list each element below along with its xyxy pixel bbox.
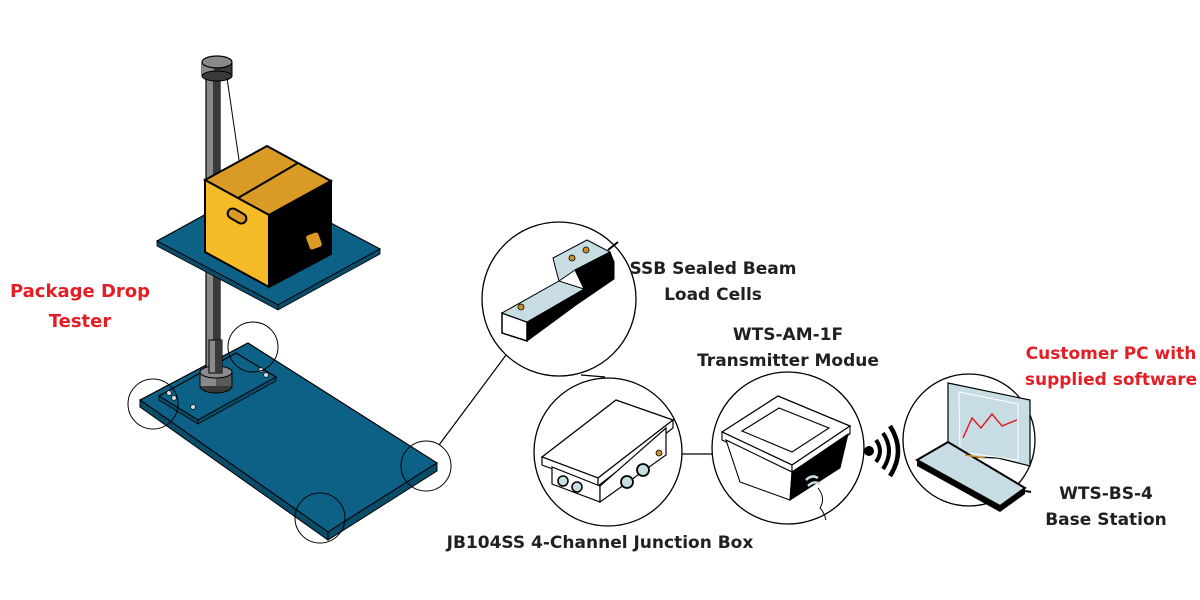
laptop-icon — [902, 373, 1036, 512]
label-line: JB104SS 4-Channel Junction Box — [446, 533, 754, 553]
base-plate — [138, 342, 439, 541]
junction-box-icon — [533, 377, 683, 527]
package-box — [202, 144, 334, 289]
label-line: SSB Sealed Beam — [629, 259, 797, 279]
label-line: Load Cells — [664, 285, 762, 305]
label-load-cells: SSB Sealed Beam Load Cells — [628, 256, 798, 308]
connector-loadcell-to-jb — [580, 374, 606, 378]
label-line: supplied software — [1024, 370, 1198, 390]
label-base-station: WTS-BS-4 Base Station — [1036, 481, 1176, 533]
label-line: Package Drop — [9, 281, 151, 302]
label-line: Customer PC with — [1025, 344, 1197, 364]
label-line: Transmitter Modue — [697, 351, 879, 371]
label-customer-pc: Customer PC with supplied software — [1016, 341, 1200, 393]
load-cell-callout-circles — [127, 321, 452, 544]
label-line: Base Station — [1045, 510, 1167, 530]
label-line: WTS-AM-1F — [732, 325, 844, 345]
connector-plate-to-loadcell — [438, 342, 516, 446]
transmitter-icon — [711, 371, 865, 525]
drop-tester-icon — [127, 55, 452, 544]
connector-lines — [438, 342, 712, 455]
label-transmitter-module: WTS-AM-1F Transmitter Modue — [688, 322, 888, 374]
load-cell-icon — [481, 221, 637, 377]
wireless-signal-icon — [864, 424, 901, 478]
label-line: Tester — [48, 311, 112, 332]
label-junction-box: JB104SS 4-Channel Junction Box — [442, 530, 758, 556]
label-package-drop-tester: Package Drop Tester — [2, 279, 158, 335]
label-line: WTS-BS-4 — [1059, 484, 1153, 504]
